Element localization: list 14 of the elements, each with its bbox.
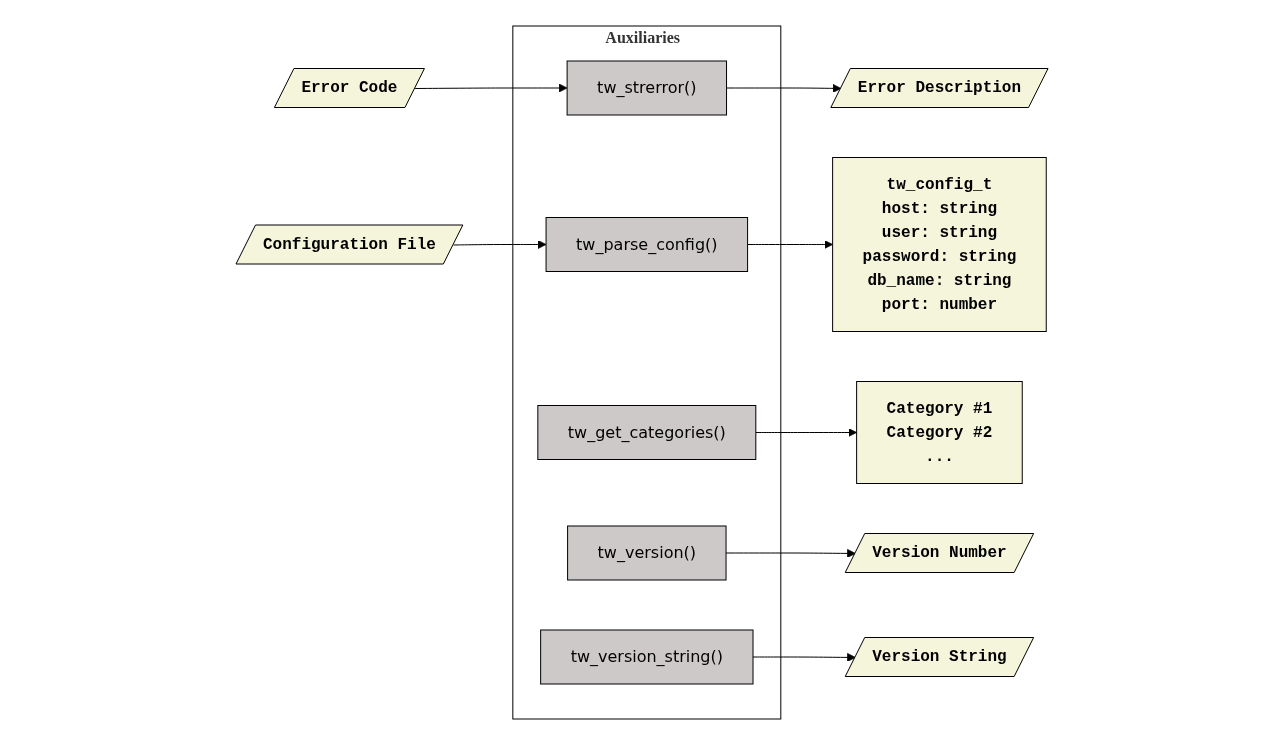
node-box: tw_parse_config() bbox=[545, 216, 749, 272]
node-box: Category #1 Category #2 ... bbox=[856, 380, 1023, 484]
arrow bbox=[726, 83, 842, 93]
arrow bbox=[725, 548, 856, 558]
node-box: tw_get_categories() bbox=[537, 404, 757, 460]
arrow bbox=[747, 239, 833, 249]
node-box: tw_strerror() bbox=[566, 60, 727, 115]
arrow bbox=[453, 239, 547, 249]
arrow bbox=[755, 427, 857, 437]
arrow bbox=[414, 83, 568, 92]
node-box: tw_version() bbox=[567, 525, 727, 580]
arrow bbox=[752, 652, 856, 662]
node-box: tw_config_t host: string user: string password: string db_name: string port: number bbox=[832, 156, 1047, 332]
node-box: tw_version_string() bbox=[540, 629, 754, 684]
